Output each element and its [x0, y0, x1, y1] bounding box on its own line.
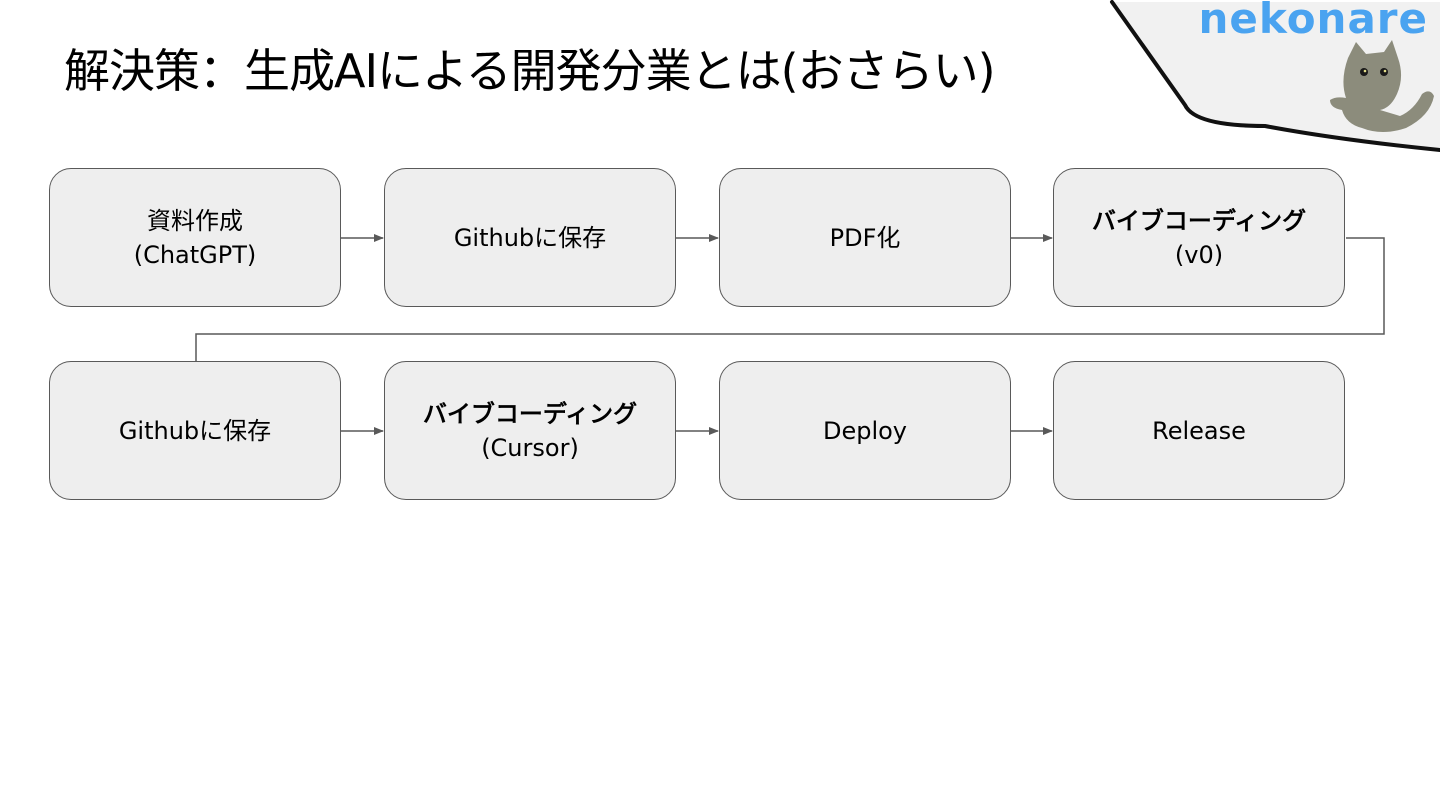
flow-node-create-docs: 資料作成 (ChatGPT) [49, 168, 341, 307]
brand-logo: nekonare [1100, 0, 1440, 160]
node-sublabel: (ChatGPT) [133, 240, 257, 269]
node-label: PDF化 [829, 223, 901, 252]
flow-node-vibe-coding-v0: バイブコーディング (v0) [1053, 168, 1345, 307]
slide-title: 解決策：生成AIによる開発分業とは(おさらい) [64, 44, 996, 98]
flow-node-save-github-2: Githubに保存 [49, 361, 341, 500]
flow-node-vibe-coding-cursor: バイブコーディング (Cursor) [384, 361, 676, 500]
connector-4-to-5 [195, 237, 1385, 361]
node-label: バイブコーディング [1091, 206, 1307, 235]
node-label: Githubに保存 [118, 416, 272, 445]
gray-cat-icon [1330, 40, 1434, 132]
node-label: バイブコーディング [422, 399, 638, 428]
flow-node-pdf: PDF化 [719, 168, 1011, 307]
node-label: Githubに保存 [453, 223, 607, 252]
node-sublabel: (Cursor) [481, 433, 579, 462]
page-curl-graphic [1110, 0, 1440, 152]
flow-node-release: Release [1053, 361, 1345, 500]
flow-node-save-github: Githubに保存 [384, 168, 676, 307]
node-sublabel: (v0) [1174, 240, 1224, 269]
flow-node-deploy: Deploy [719, 361, 1011, 500]
node-label: Deploy [822, 416, 908, 445]
node-label: Release [1152, 416, 1246, 445]
logo-wordmark: nekonare [1198, 0, 1428, 43]
node-label: 資料作成 [147, 206, 243, 235]
